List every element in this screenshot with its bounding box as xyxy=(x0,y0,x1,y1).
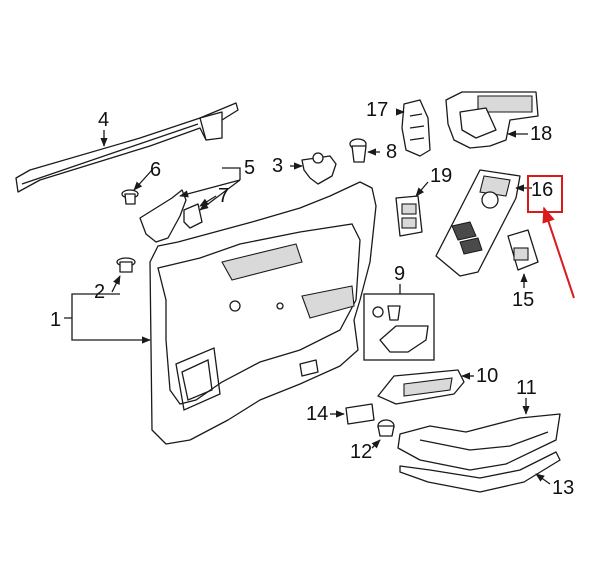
callout-11: 11 xyxy=(516,377,537,399)
callout-16: 16 xyxy=(531,179,554,201)
switch-bezel-part xyxy=(345,403,375,425)
push-pin-clip-part xyxy=(116,257,136,273)
callout-6: 6 xyxy=(150,159,162,181)
armrest-base-part xyxy=(399,451,561,493)
callout-19: 19 xyxy=(430,165,453,187)
pull-handle-part xyxy=(377,369,465,405)
highlight-arrow xyxy=(542,206,575,299)
callout-17: 17 xyxy=(366,99,389,121)
callout-1: 1 xyxy=(50,309,62,331)
callout-10: 10 xyxy=(476,365,499,387)
window-switch-panel-part xyxy=(435,169,521,277)
callout-15: 15 xyxy=(512,289,535,311)
callout-7: 7 xyxy=(218,185,230,207)
handle-kit-part xyxy=(363,293,435,361)
door-trim-panel-part xyxy=(149,181,377,445)
callout-13: 13 xyxy=(552,477,575,499)
switch-bracket-part xyxy=(401,99,431,157)
callout-18: 18 xyxy=(530,123,553,145)
seat-switch-part xyxy=(445,91,539,149)
armrest-part xyxy=(397,413,561,471)
callout-3: 3 xyxy=(272,155,284,177)
grommet-part xyxy=(349,138,367,163)
callout-14: 14 xyxy=(306,403,329,425)
bracket-part xyxy=(139,189,203,243)
callout-8: 8 xyxy=(386,141,398,163)
highlight-box xyxy=(527,175,563,213)
window-switch-part xyxy=(507,229,539,271)
lock-bracket-part xyxy=(301,152,337,185)
cap-part xyxy=(377,419,395,437)
callout-9: 9 xyxy=(394,263,406,285)
leader-lines xyxy=(64,108,551,485)
callout-4: 4 xyxy=(98,109,110,131)
callout-5: 5 xyxy=(244,157,256,179)
trim-molding-part xyxy=(15,102,239,193)
callout-2: 2 xyxy=(94,281,106,303)
single-switch-part xyxy=(395,195,423,237)
clip-part xyxy=(121,189,139,205)
callout-12: 12 xyxy=(350,441,373,463)
